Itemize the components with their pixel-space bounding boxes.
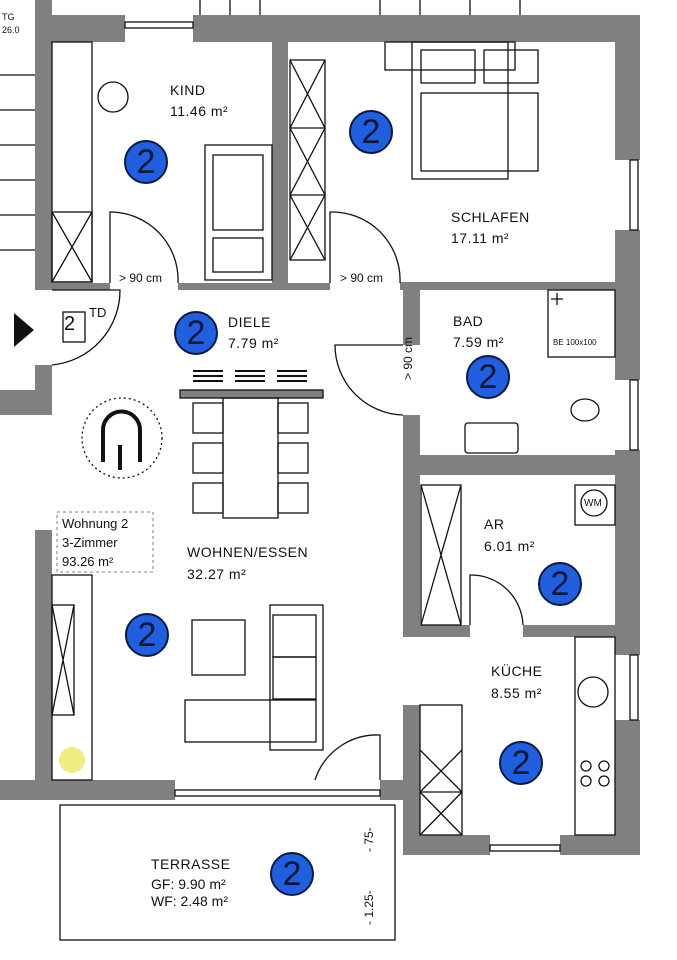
dimension-125: - 1.25-	[362, 890, 376, 925]
room-badge-kind: 2	[124, 140, 168, 184]
room-area-diele: 7.79 m²	[228, 335, 279, 351]
room-badge-kueche: 2	[499, 741, 543, 785]
door-width-schlafen: > 90 cm	[340, 271, 384, 285]
entrance-arrow-icon	[14, 313, 34, 347]
room-badge-terrasse: 2	[270, 852, 314, 896]
entrance-suffix: TD	[89, 305, 107, 320]
room-name-ar: AR	[484, 516, 505, 532]
room-badge-bad: 2	[466, 355, 510, 399]
shower-label: BE 100x100	[553, 338, 597, 347]
fixtures	[0, 0, 639, 941]
stair-note-2: 26.0	[2, 25, 20, 35]
terrasse-gf: GF: 9.90 m²	[151, 876, 226, 892]
room-badge-ar: 2	[538, 562, 582, 606]
room-area-wohnen: 32.27 m²	[187, 566, 247, 582]
room-area-ar: 6.01 m²	[484, 538, 535, 554]
room-badge-diele: 2	[174, 311, 218, 355]
plant-icon	[59, 747, 85, 773]
room-name-bad: BAD	[453, 313, 484, 329]
apartment-name: Wohnung 2	[62, 516, 129, 531]
room-name-kueche: KÜCHE	[491, 663, 543, 679]
room-area-kueche: 8.55 m²	[491, 685, 542, 701]
dimension-75: - 75-	[362, 827, 376, 852]
terrasse-wf: WF: 2.48 m²	[151, 893, 229, 909]
room-name-schlafen: SCHLAFEN	[451, 209, 530, 225]
room-name-diele: DIELE	[228, 314, 271, 330]
room-name-kind: KIND	[170, 82, 206, 98]
radiator-icons	[193, 370, 307, 382]
door-width-bad: > 90 cm	[401, 336, 415, 380]
room-area-bad: 7.59 m²	[453, 334, 504, 350]
washer-label: WM	[584, 498, 602, 509]
room-name-terrasse: TERRASSE	[151, 856, 231, 872]
stair-note-1: TG	[2, 12, 15, 22]
room-area-kind: 11.46 m²	[170, 103, 229, 119]
entrance-number: 2	[64, 313, 76, 335]
walls	[0, 0, 640, 855]
room-area-schlafen: 17.11 m²	[451, 230, 510, 246]
room-badge-schlafen: 2	[349, 110, 393, 154]
door-width-kind: > 90 cm	[119, 271, 163, 285]
apartment-type: 3-Zimmer	[62, 535, 118, 550]
apartment-area: 93.26 m²	[62, 554, 114, 569]
terrace-outline	[59, 804, 396, 941]
room-name-wohnen: WOHNEN/ESSEN	[187, 544, 309, 560]
room-badge-wohnen: 2	[125, 613, 169, 657]
